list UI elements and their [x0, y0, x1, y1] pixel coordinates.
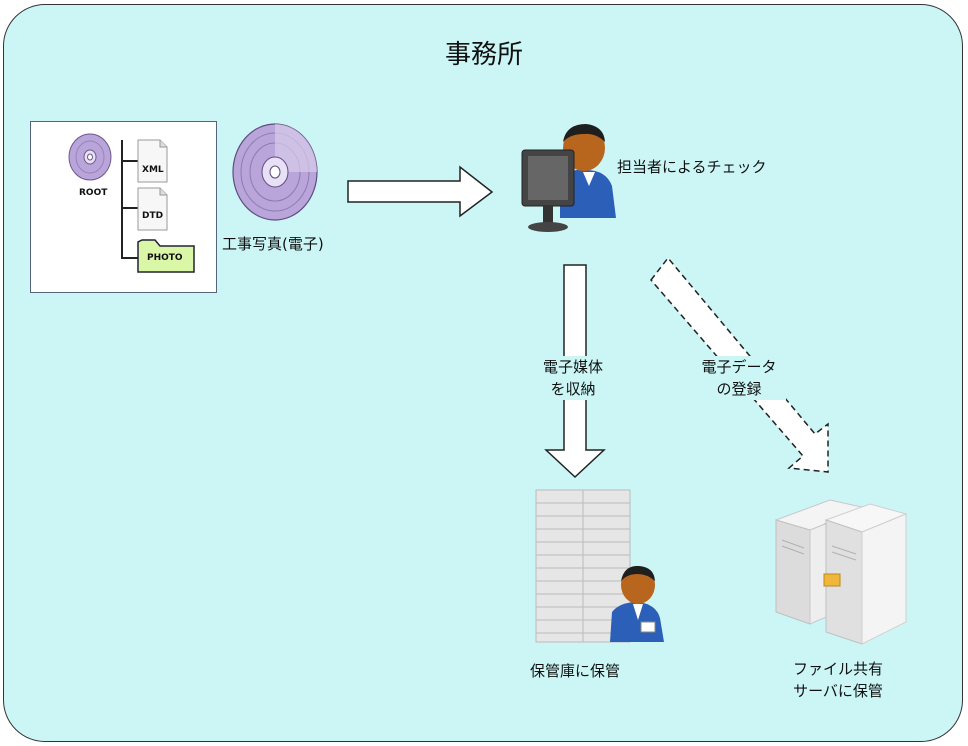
xml-file-icon [137, 139, 168, 183]
checker-person-icon [521, 124, 616, 232]
dtd-file-icon [137, 187, 168, 231]
data-arrow-label: 電子データの登録 [692, 356, 786, 400]
media-arrow-label: 電子媒体を収納 [531, 356, 615, 400]
file-server-icon [774, 499, 908, 645]
root-label: ROOT [79, 188, 108, 198]
root-disc-icon [68, 133, 112, 181]
right-arrow [347, 165, 494, 218]
big-disc-icon [232, 123, 318, 221]
checker-label: 担当者によるチェック [617, 158, 767, 176]
server-label: ファイル共有サーバに保管 [792, 660, 883, 700]
photo-folder-icon [137, 239, 195, 273]
page-title: 事務所 [444, 40, 523, 70]
dtd-label: DTD [142, 211, 164, 221]
photo-label: PHOTO [147, 253, 183, 263]
xml-label: XML [142, 165, 164, 175]
storage-cabinet-icon [535, 489, 664, 643]
disc-label: 工事写真(電子) [222, 235, 324, 253]
storage-label: 保管庫に保管 [530, 662, 621, 680]
